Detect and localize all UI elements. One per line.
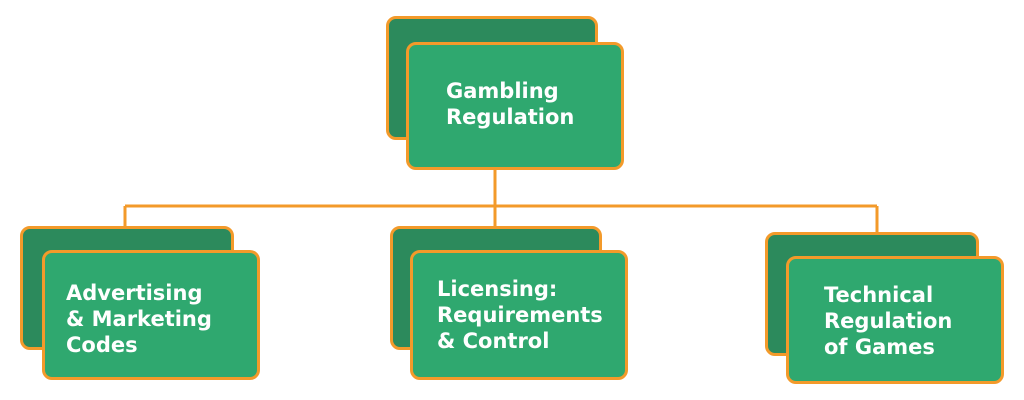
- root-node-card: [406, 42, 624, 170]
- root-node-label: Gambling Regulation: [446, 79, 575, 129]
- child-node-2-label: Licensing: Requirements & Control: [437, 277, 603, 353]
- child-node-1-label: Advertising & Marketing Codes: [66, 281, 212, 357]
- child-node-3-label: Technical Regulation of Games: [824, 283, 953, 359]
- child-node-2-card: [410, 250, 628, 380]
- child-node-1-card: [42, 250, 260, 380]
- child-node-3-card: [786, 256, 1004, 384]
